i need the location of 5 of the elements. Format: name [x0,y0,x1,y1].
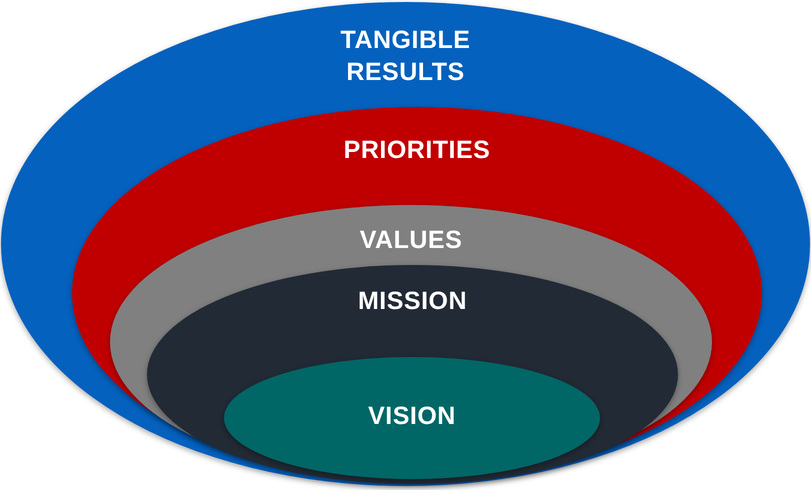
layer-label: VISION [367,401,457,432]
layer-label: VALUES [358,225,464,256]
layer-label: PRIORITIES [342,135,492,166]
layer-label: MISSION [356,286,468,317]
layer-label: TANGIBLE RESULTS [340,25,472,88]
